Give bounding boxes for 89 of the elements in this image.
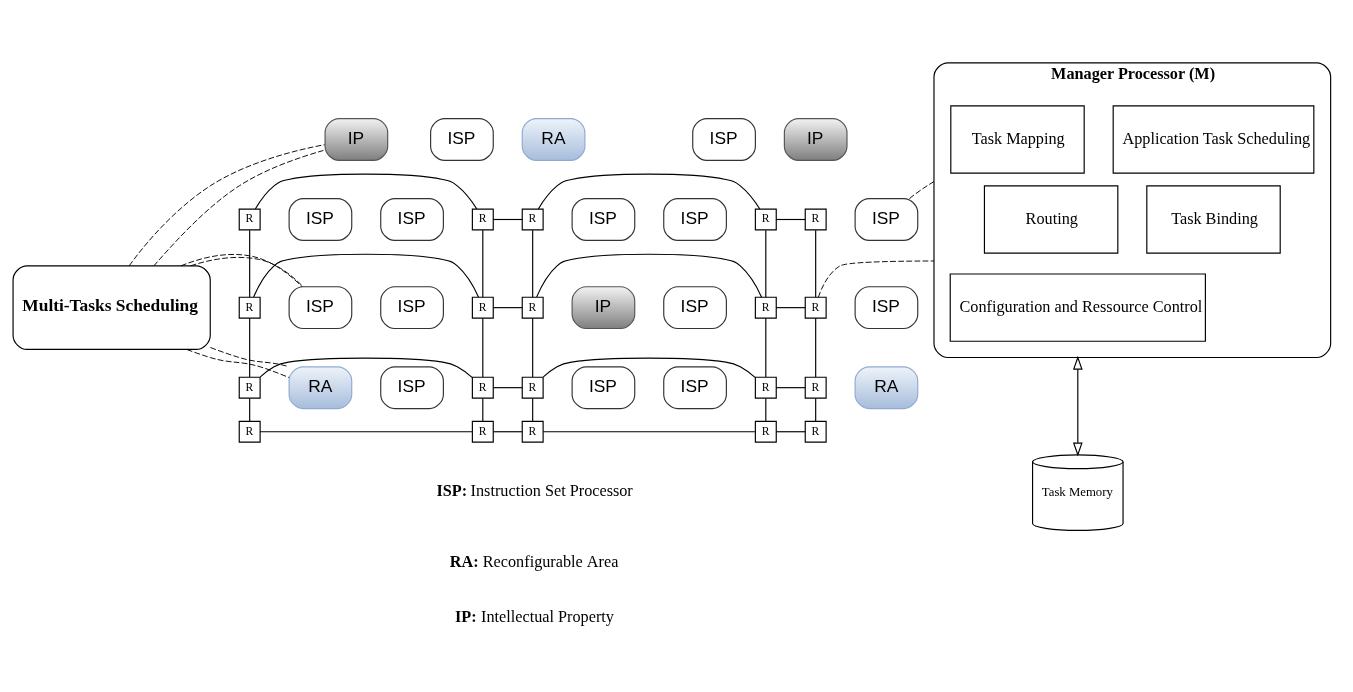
node-box: ISP xyxy=(663,197,727,241)
connector xyxy=(775,306,806,308)
node-box: ISP xyxy=(288,285,353,329)
connector xyxy=(765,397,767,422)
node-box: R xyxy=(521,296,544,319)
node-box: R xyxy=(804,208,827,230)
connector xyxy=(817,260,935,298)
connector xyxy=(492,386,523,388)
connector xyxy=(249,397,251,422)
connector xyxy=(775,430,806,432)
node-box: ISP xyxy=(380,285,444,329)
connector xyxy=(765,229,767,298)
node-box: RA xyxy=(854,365,919,409)
connector xyxy=(209,346,290,367)
node-box: ISP xyxy=(854,285,919,329)
label: IP: Intellectual Property xyxy=(454,607,614,626)
node-box: IP xyxy=(324,117,389,161)
connector xyxy=(532,397,534,422)
node-box: R xyxy=(804,296,827,319)
node-box: ISP xyxy=(692,117,756,161)
connector xyxy=(186,348,290,378)
node-box: ISP xyxy=(430,117,494,161)
label: ISP: Instruction Set Processor xyxy=(436,481,633,500)
node-box: ISP xyxy=(380,197,444,241)
connector xyxy=(492,306,523,308)
connector xyxy=(537,173,761,210)
node-box: R xyxy=(238,296,261,319)
connector xyxy=(259,430,473,432)
node-box: Configuration and Ressource Control xyxy=(949,272,1206,342)
node-box: R xyxy=(521,420,544,443)
node-box: R xyxy=(238,420,261,443)
node-box: ISP xyxy=(663,365,727,409)
node-box: R xyxy=(238,376,261,399)
node-box: R xyxy=(754,420,777,443)
connector xyxy=(190,256,304,287)
connector xyxy=(253,253,480,298)
node-box: R xyxy=(804,420,827,443)
node-box: R xyxy=(471,208,494,230)
connector xyxy=(532,229,534,298)
node-box: Routing xyxy=(983,184,1119,254)
node-box: R xyxy=(754,208,777,230)
connector xyxy=(492,218,523,220)
node-box: IP xyxy=(783,117,848,161)
node-box: Application Task Scheduling xyxy=(1112,104,1315,174)
connector xyxy=(180,253,303,287)
node-box: Task Mapping xyxy=(950,104,1085,174)
node-box: R xyxy=(471,420,494,443)
node-box: RA xyxy=(521,117,586,161)
node-box: ISP xyxy=(288,197,353,241)
connector xyxy=(775,386,806,388)
connector xyxy=(153,149,326,266)
node-box: R xyxy=(521,376,544,399)
connector xyxy=(815,397,817,422)
node-box: ISP xyxy=(663,285,727,329)
connector xyxy=(908,180,935,199)
connector xyxy=(482,317,484,377)
connector xyxy=(249,229,251,298)
node-box: R xyxy=(804,376,827,399)
node-box: Multi-Tasks Scheduling xyxy=(12,264,211,350)
connector xyxy=(815,317,817,377)
connector xyxy=(482,397,484,422)
connector xyxy=(492,430,523,432)
node-box: ISP xyxy=(854,197,919,241)
node-box: R xyxy=(471,296,494,319)
node-box: IP xyxy=(571,285,636,329)
connector xyxy=(542,430,756,432)
node-box: Task Binding xyxy=(1146,184,1281,254)
node-box: R xyxy=(754,376,777,399)
node-box: R xyxy=(238,208,261,230)
connector xyxy=(254,173,478,210)
connector xyxy=(765,317,767,377)
connector xyxy=(259,357,473,378)
node-box: ISP xyxy=(571,197,636,241)
connector xyxy=(815,229,817,298)
node-box: R xyxy=(754,296,777,319)
connector xyxy=(128,143,326,266)
connector xyxy=(249,317,251,377)
connector xyxy=(482,229,484,298)
node-box: ISP xyxy=(571,365,636,409)
connector xyxy=(542,357,756,378)
arrow xyxy=(1072,355,1083,456)
node-box: RA xyxy=(288,365,353,409)
node-box: R xyxy=(521,208,544,230)
label: RA: Reconfigurable Area xyxy=(449,552,619,571)
node-box: ISP xyxy=(380,365,444,409)
connector xyxy=(536,253,763,298)
node-box: R xyxy=(471,376,494,399)
connector xyxy=(775,218,806,220)
connector xyxy=(532,317,534,377)
